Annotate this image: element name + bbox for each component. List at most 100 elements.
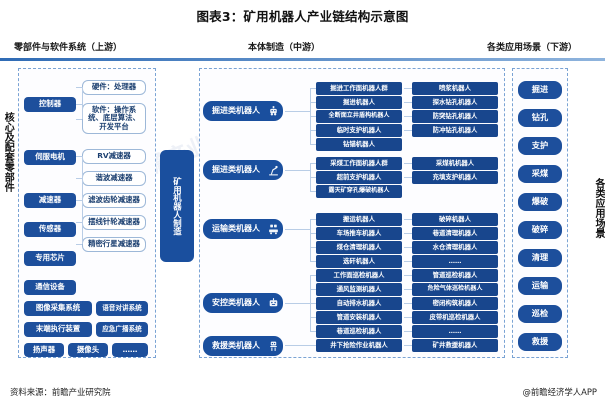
category-security-robot[interactable]: 安控类机器人: [203, 293, 283, 313]
scenario-inspection[interactable]: 巡检: [518, 305, 562, 323]
connector: [310, 130, 316, 131]
reducer-detail-rv[interactable]: RV减速器: [82, 149, 146, 164]
component-chip[interactable]: 专用芯片: [24, 251, 76, 266]
item-security-7[interactable]: 危险气体巡检机器人: [412, 283, 498, 296]
item-rescue-2[interactable]: 矿井救援机器人: [412, 339, 498, 352]
connector: [310, 219, 311, 262]
category-tunneling-robot[interactable]: 掘进类机器人: [203, 101, 283, 121]
system-emergency-broadcast[interactable]: 应急广播系统: [96, 322, 148, 337]
item-transport-7[interactable]: 水仓清理机器人: [412, 241, 498, 254]
item-coal-3[interactable]: 露天矿穿孔爆破机器人: [316, 185, 402, 198]
scenario-blasting[interactable]: 爆破: [518, 193, 562, 211]
scenario-drilling[interactable]: 钻孔: [518, 109, 562, 127]
robot-arm-icon: [267, 164, 280, 177]
item-tunneling-6[interactable]: 喷浆机器人: [412, 82, 498, 95]
item-tunneling-7[interactable]: 探水钻孔机器人: [412, 96, 498, 109]
scenario-crushing[interactable]: 破碎: [518, 221, 562, 239]
reducer-detail-planetary[interactable]: 精密行星减速器: [82, 237, 146, 252]
item-transport-8[interactable]: ……: [412, 255, 498, 268]
page-title: 图表3：矿用机器人产业链结构示意图: [196, 9, 409, 24]
item-transport-4[interactable]: 选矸机器人: [316, 255, 402, 268]
item-coal-2[interactable]: 超前支护机器人: [316, 171, 402, 184]
side-label-left: 核心及配套零部件: [2, 112, 14, 192]
connector: [76, 104, 82, 105]
component-reducer[interactable]: 减速器: [24, 193, 76, 208]
component-comm-device[interactable]: 通信设备: [24, 280, 76, 295]
connector: [82, 87, 83, 119]
center-maker-box[interactable]: 矿用机器人制造: [160, 150, 194, 262]
connector: [310, 317, 316, 318]
system-voice-intercom[interactable]: 语音对讲系统: [96, 301, 148, 316]
connector: [404, 345, 412, 346]
scenario-coal-mining[interactable]: 采煤: [518, 165, 562, 183]
connector: [76, 244, 82, 245]
component-servo-motor[interactable]: 伺服电机: [24, 150, 76, 165]
header-downstream: 各类应用场景（下游）: [487, 43, 578, 53]
controller-software-detail[interactable]: 软件：操作系统、底层算法、开发平台: [82, 103, 146, 134]
connector: [310, 275, 316, 276]
category-rescue-robot[interactable]: 救援类机器人: [203, 336, 283, 356]
item-security-2[interactable]: 通风监测机器人: [316, 283, 402, 296]
connector: [310, 247, 316, 248]
item-security-5[interactable]: 巷道巡检机器人: [316, 325, 402, 338]
connector: [404, 317, 412, 318]
controller-hardware-detail[interactable]: 硬件：处理器: [82, 80, 146, 95]
scenario-cleaning[interactable]: 清理: [518, 249, 562, 267]
component-controller[interactable]: 控制器: [24, 97, 76, 112]
system-end-effector[interactable]: 末端执行装置: [24, 322, 92, 337]
item-tunneling-8[interactable]: 防突钻孔机器人: [412, 110, 498, 123]
item-transport-6[interactable]: 巷道清理机器人: [412, 227, 498, 240]
item-tunneling-9[interactable]: 防冲钻孔机器人: [412, 124, 498, 137]
item-security-4[interactable]: 管道安装机器人: [316, 311, 402, 324]
item-transport-2[interactable]: 车场推车机器人: [316, 227, 402, 240]
header-upstream: 零部件与软件系统（上游）: [14, 43, 123, 53]
item-coal-5[interactable]: 充填支护机器人: [412, 171, 498, 184]
item-coal-4[interactable]: 采煤机机器人: [412, 157, 498, 170]
item-security-6[interactable]: 管道巡检机器人: [412, 269, 498, 282]
item-tunneling-4[interactable]: 临时支护机器人: [316, 124, 402, 137]
item-security-1[interactable]: 工作面巡检机器人: [316, 269, 402, 282]
connector: [310, 219, 316, 220]
category-coal-mining-robot[interactable]: 掘进类机器人: [203, 160, 283, 180]
item-tunneling-2[interactable]: 掘进机器人: [316, 96, 402, 109]
connector: [310, 233, 316, 234]
system-image-capture[interactable]: 图像采集系统: [24, 301, 92, 316]
connector: [76, 178, 82, 179]
item-transport-5[interactable]: 破碎机器人: [412, 213, 498, 226]
connector: [404, 163, 412, 164]
connector: [310, 331, 316, 332]
category-transport-robot[interactable]: 运输类机器人: [203, 219, 283, 239]
reducer-detail-cycloidal[interactable]: 摆线针轮减速器: [82, 215, 146, 230]
connector: [310, 177, 316, 178]
item-security-10[interactable]: ……: [412, 325, 498, 338]
item-security-9[interactable]: 皮带机巡检机器人: [412, 311, 498, 324]
component-sensor[interactable]: 传感器: [24, 222, 76, 237]
scenario-rescue[interactable]: 救援: [518, 333, 562, 351]
item-transport-1[interactable]: 搬运机器人: [316, 213, 402, 226]
device-camera[interactable]: 摄像头: [68, 343, 108, 357]
connector: [404, 331, 412, 332]
item-tunneling-3[interactable]: 全断面立井盾构机器人: [316, 110, 402, 123]
device-more[interactable]: ……: [112, 343, 148, 357]
scenario-support[interactable]: 支护: [518, 137, 562, 155]
security-robot-icon: [267, 297, 280, 310]
device-speaker[interactable]: 扬声器: [24, 343, 64, 357]
category-label: 安控类机器人: [212, 297, 260, 307]
reducer-detail-filter[interactable]: 滤波齿轮减速器: [82, 193, 146, 208]
connector: [404, 219, 412, 220]
connector: [310, 144, 316, 145]
item-tunneling-1[interactable]: 掘进工作面机器人群: [316, 82, 402, 95]
connector: [310, 163, 316, 164]
item-security-3[interactable]: 自动排水机器人: [316, 297, 402, 310]
item-tunneling-5[interactable]: 钻锚机器人: [316, 138, 402, 151]
scenario-transport[interactable]: 运输: [518, 277, 562, 295]
item-coal-1[interactable]: 采煤工作面机器人群: [316, 157, 402, 170]
header-midstream: 本体制造（中游）: [248, 43, 321, 53]
scenario-tunneling[interactable]: 掘进: [518, 81, 562, 99]
item-rescue-1[interactable]: 井下抢险作业机器人: [316, 339, 402, 352]
reducer-detail-harmonic[interactable]: 谐波减速器: [82, 171, 146, 186]
item-transport-3[interactable]: 煤仓清理机器人: [316, 241, 402, 254]
item-security-8[interactable]: 密闭构筑机器人: [412, 297, 498, 310]
rescue-robot-icon: [267, 340, 280, 353]
